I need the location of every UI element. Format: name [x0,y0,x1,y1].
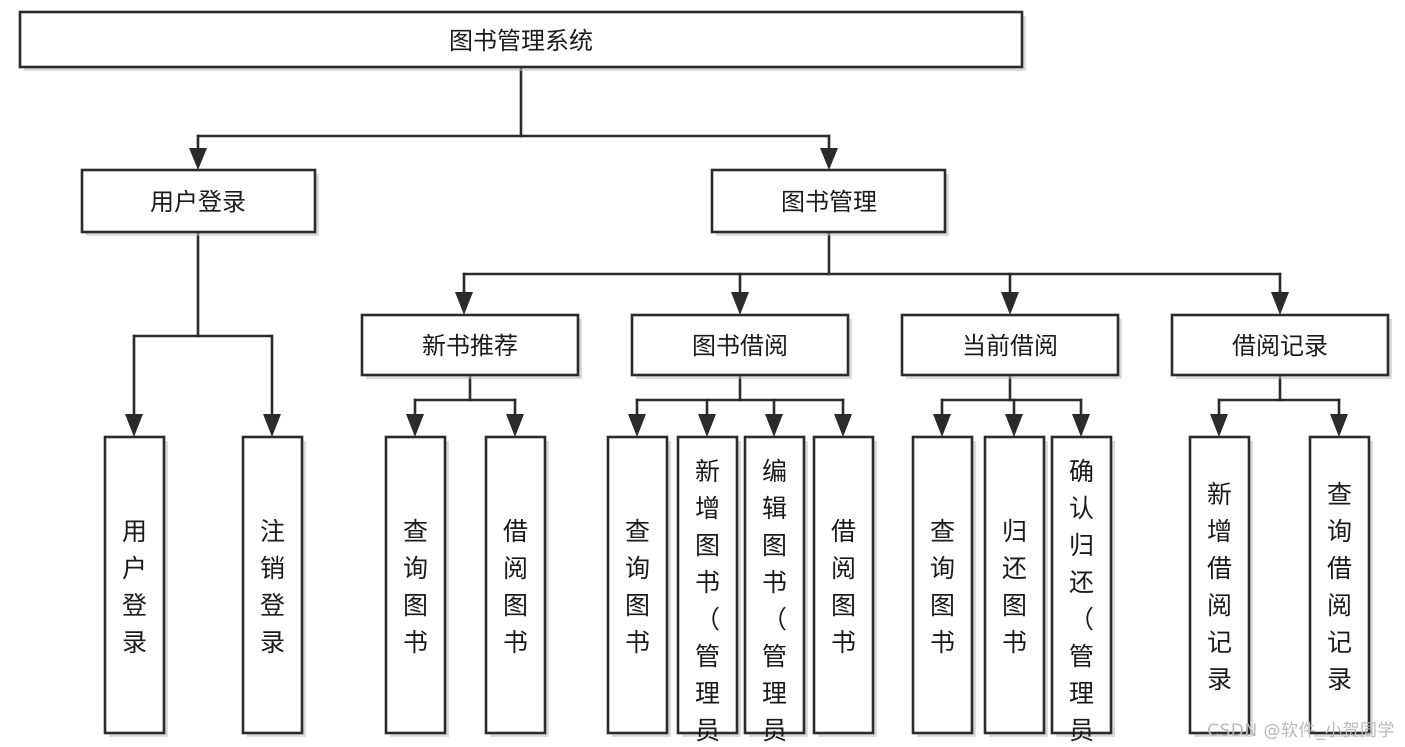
leaf-borrow-book-1-box[interactable] [484,435,547,735]
node-leaf-user-logout[interactable]: 注销登录 [241,435,306,737]
arrowhead-leaf-confirm-return [1072,414,1090,437]
leaf-borrow-book-1-label: 借阅图书 [503,517,528,657]
leaf-edit-book-box[interactable] [743,435,806,735]
current-borrow-box[interactable] [900,313,1120,377]
leaf-user-login-label: 用户登录 [122,517,147,657]
leaf-user-login-box[interactable] [103,435,166,735]
leaf-user-logout-box[interactable] [241,435,304,735]
node-leaf-add-book[interactable]: 新增图书（管理员） [676,435,741,747]
node-leaf-borrow-book-2[interactable]: 借阅图书 [812,435,877,737]
arrowhead-book-manage [820,148,838,170]
node-leaf-query-book-3[interactable]: 查询图书 [911,435,976,737]
leaf-add-borrow-record-box[interactable] [1188,435,1251,735]
arrowhead-leaf-edit-book [765,414,783,437]
node-leaf-query-book-2[interactable]: 查询图书 [606,435,671,737]
book-borrow-box[interactable] [630,313,850,377]
node-user-login[interactable]: 用户登录 [80,168,319,236]
leaf-node-layer: 用户登录 注销登录 查询图书 借阅图书 查询图书 新增图书（管理员） 编辑图书（管理员） 借阅… [103,435,1373,747]
leaf-query-book-2-label: 查询图书 [625,517,650,657]
node-leaf-add-borrow-record[interactable]: 新增借阅记录 [1188,435,1253,737]
node-leaf-user-login[interactable]: 用户登录 [103,435,168,737]
leaf-confirm-return-box[interactable] [1050,435,1113,735]
leaf-edit-book-label: 编辑图书（管理员） [762,457,787,747]
node-book-manage[interactable]: 图书管理 [710,168,949,236]
watermark-text: CSDN @软件_小贺同学 [1207,721,1395,741]
node-leaf-borrow-book-1[interactable]: 借阅图书 [484,435,549,737]
leaf-query-book-3-label: 查询图书 [930,517,955,657]
leaf-query-book-1-box[interactable] [384,435,447,735]
new-book-recommend-box[interactable] [360,313,580,377]
book-manage-box[interactable] [710,168,947,234]
book-manage-label: 图书管理 [781,188,877,216]
leaf-borrow-book-2-label: 借阅图书 [831,517,856,657]
node-book-borrow[interactable]: 图书借阅 [630,313,852,379]
leaf-query-book-3-box[interactable] [911,435,974,735]
arrowhead-leaf-query-book-1 [406,414,424,437]
leaf-user-logout-label: 注销登录 [260,517,285,657]
arrowhead-bookborrow [731,292,749,315]
node-leaf-edit-book[interactable]: 编辑图书（管理员） [743,435,808,747]
leaf-borrow-book-2-box[interactable] [812,435,875,735]
arrowhead-currentborrow [1001,292,1019,315]
arrowhead-newbook [455,292,473,315]
leaf-return-book-label: 归还图书 [1002,517,1027,657]
leaf-confirm-return-label: 确认归还（管理员） [1069,457,1094,747]
arrowhead-leaf-return-book [1005,414,1023,437]
connector-layer [125,65,1348,437]
borrow-record-label: 借阅记录 [1232,332,1328,360]
leaf-query-borrow-record-box[interactable] [1308,435,1371,735]
node-leaf-confirm-return[interactable]: 确认归还（管理员） [1050,435,1115,747]
leaf-add-book-box[interactable] [676,435,739,735]
arrowhead-leaf-add-borrow-record [1210,414,1228,437]
leaf-add-book-label: 新增图书（管理员） [695,457,720,747]
node-leaf-query-borrow-record[interactable]: 查询借阅记录 [1308,435,1373,737]
leaf-query-book-1-label: 查询图书 [403,517,428,657]
arrowhead-borrowrecord [1271,292,1289,315]
arrowhead-leaf-user-logout [263,414,281,437]
node-borrow-record[interactable]: 借阅记录 [1170,313,1392,379]
root-label: 图书管理系统 [449,27,593,55]
book-borrow-label: 图书借阅 [692,332,788,360]
leaf-add-borrow-record-label: 新增借阅记录 [1207,480,1232,694]
node-current-borrow[interactable]: 当前借阅 [900,313,1122,379]
arrowhead-leaf-query-book-2 [628,414,646,437]
arrowhead-leaf-add-book [698,414,716,437]
arrowhead-leaf-query-book-3 [933,414,951,437]
leaf-query-book-2-box[interactable] [606,435,669,735]
arrowhead-leaf-query-borrow-record [1330,414,1348,437]
arrowhead-user-login [189,148,207,170]
current-borrow-label: 当前借阅 [962,332,1058,360]
arrowhead-leaf-user-login [125,414,143,437]
root-box[interactable] [18,10,1024,69]
user-login-box[interactable] [80,168,317,234]
user-login-label: 用户登录 [150,188,246,216]
node-leaf-return-book[interactable]: 归还图书 [983,435,1048,737]
new-book-recommend-label: 新书推荐 [422,332,518,360]
arrowhead-leaf-borrow-book-1 [506,414,524,437]
node-root[interactable]: 图书管理系统 [18,10,1026,71]
arrowhead-leaf-borrow-book-2 [834,414,852,437]
leaf-return-book-box[interactable] [983,435,1046,735]
node-leaf-query-book-1[interactable]: 查询图书 [384,435,449,737]
borrow-record-box[interactable] [1170,313,1390,377]
leaf-query-borrow-record-label: 查询借阅记录 [1327,480,1352,694]
node-new-book-recommend[interactable]: 新书推荐 [360,313,582,379]
